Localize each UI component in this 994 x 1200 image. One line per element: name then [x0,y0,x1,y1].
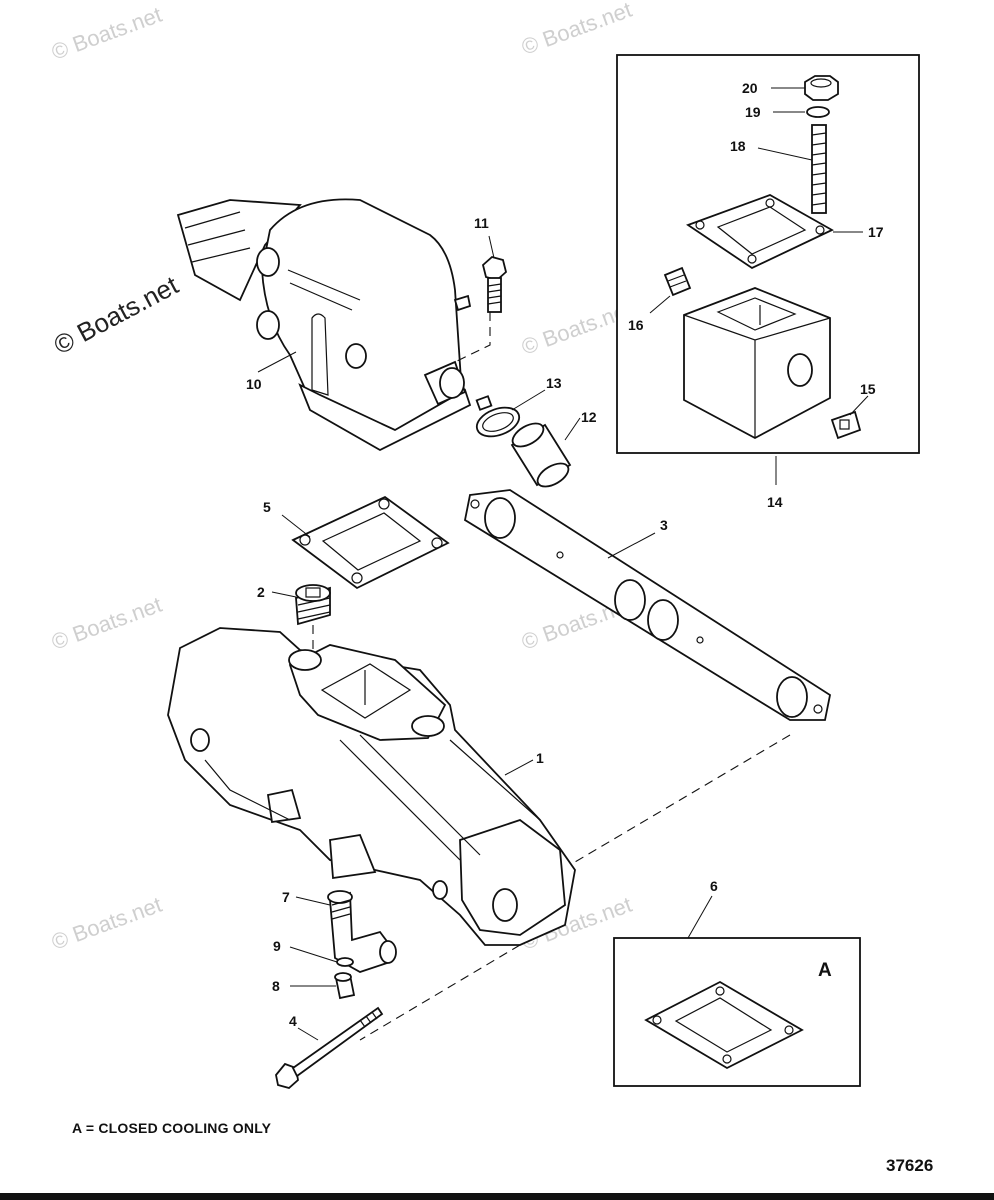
callout-1: 1 [536,750,544,766]
nut-part-20 [804,75,839,101]
washer-part-19 [806,106,830,118]
callout-8: 8 [272,978,280,994]
watermark-2: © Boats.net [518,0,635,60]
callout-14: 14 [767,494,783,510]
gasket-part-17 [686,194,834,270]
watermark-6: © Boats.net [48,892,165,955]
inset-label: A [818,960,832,981]
elbow-fitting-part-7 [327,890,397,973]
bolt-part-4 [275,1006,384,1089]
callout-3: 3 [660,517,668,533]
exhaust-manifold-part-1 [167,627,576,946]
footnote: A = CLOSED COOLING ONLY [72,1120,272,1136]
callout-2: 2 [257,584,265,600]
callout-12: 12 [581,409,597,425]
gasket-part-5 [291,495,450,590]
bolt-part-11 [481,256,508,313]
drain-plug-part-8 [334,972,356,1000]
stud-part-18 [811,124,827,214]
riser-part-14 [683,287,831,440]
callout-17: 17 [868,224,884,240]
callout-19: 19 [745,104,761,120]
plug-part-16 [663,266,692,297]
hose-part-12 [510,422,572,488]
hose-clamp-part-13 [475,395,521,438]
dash-11-to-elbow [454,312,491,363]
callout-9: 9 [273,938,281,954]
callout-5: 5 [263,499,271,515]
callout-4: 4 [289,1013,297,1029]
callout-11: 11 [474,215,489,231]
watermark-4: © Boats.net [48,592,165,655]
bottom-rule [0,1193,994,1200]
callout-20: 20 [742,80,758,96]
inset-box-a: A [613,937,861,1087]
callout-10: 10 [246,376,262,392]
callout-13: 13 [546,375,562,391]
plug-part-15 [830,410,862,440]
o-ring-part-9 [336,957,354,967]
callout-15: 15 [860,381,876,397]
callout-18: 18 [730,138,746,154]
figure-number: 37626 [886,1156,934,1175]
callout-7: 7 [282,889,290,905]
exhaust-elbow-part-10 [176,198,472,452]
watermark-dark: © Boats.net [49,269,184,360]
callout-labels: 1 2 3 4 5 6 7 8 9 10 11 12 13 14 15 16 1… [246,80,884,1029]
dash-3-to-manifold [574,734,791,863]
dash-manifold-to-4 [359,944,521,1041]
leader-lines [257,87,869,1041]
watermark-1: © Boats.net [48,2,165,65]
gasket-part-3 [463,489,832,721]
callout-6: 6 [710,878,718,894]
plug-part-2 [295,584,331,626]
callout-16: 16 [628,317,644,333]
